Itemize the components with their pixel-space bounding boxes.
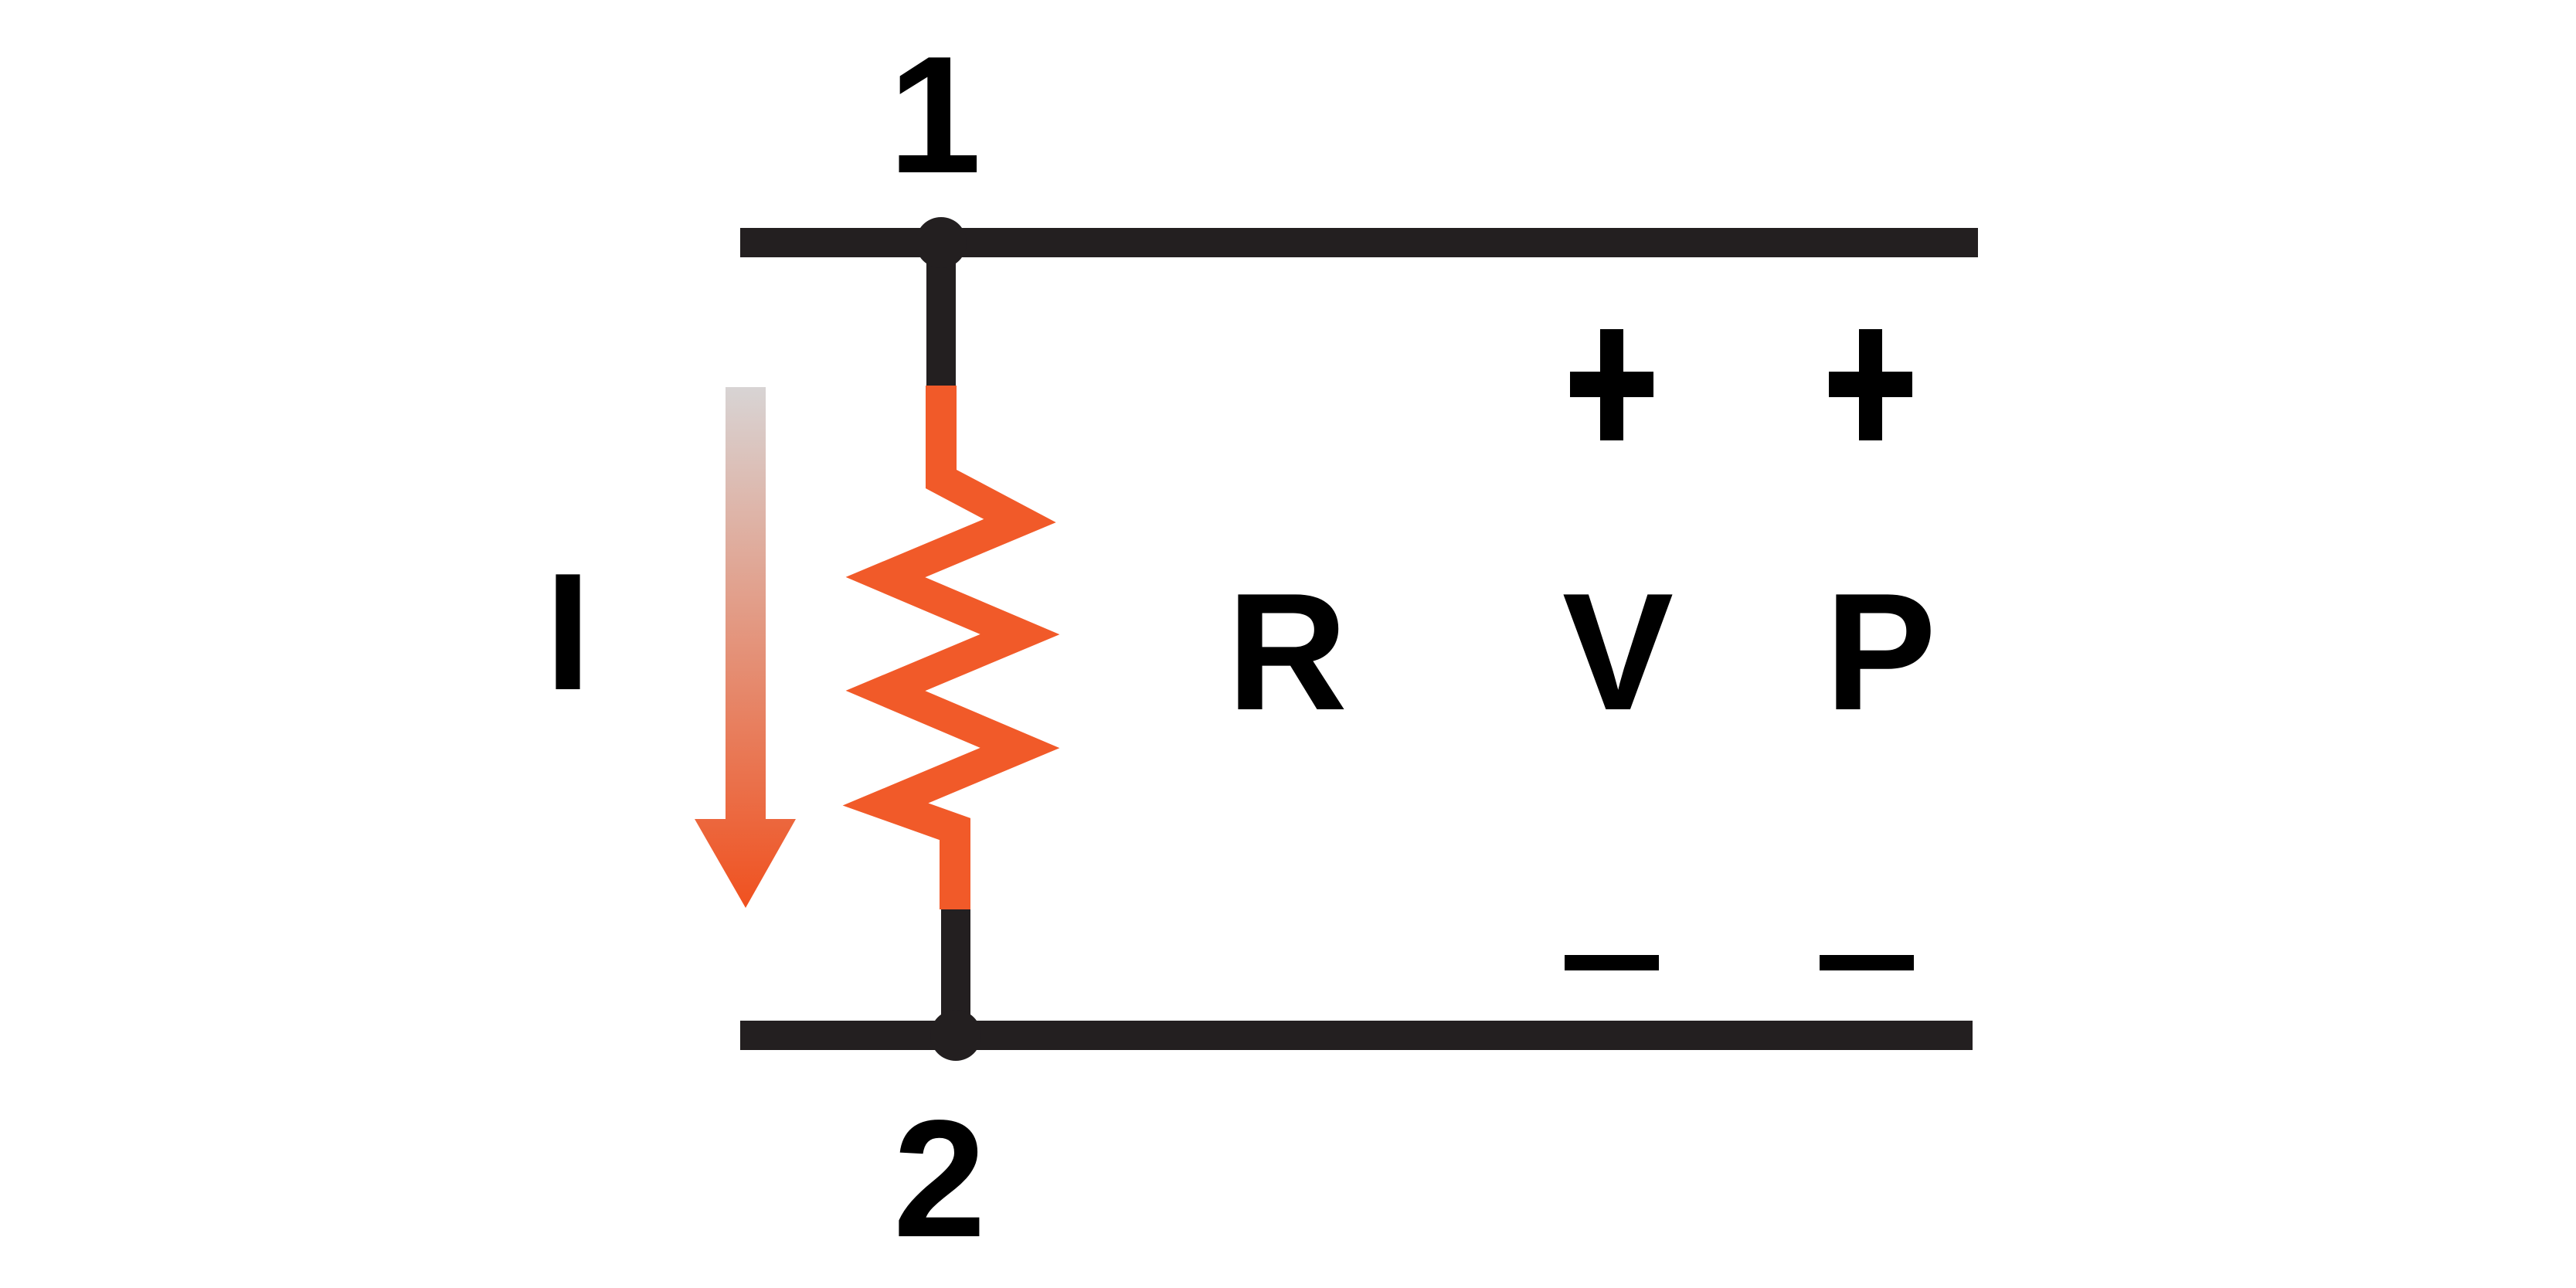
power-label: P [1825, 558, 1936, 745]
current-label: I [545, 538, 591, 725]
voltage-minus-bar [1565, 955, 1659, 970]
power-plus-vbar [1859, 329, 1882, 440]
resistor-zigzag [842, 386, 1060, 909]
node-2-junction-dot [930, 1010, 981, 1061]
current-direction-arrow [695, 387, 796, 908]
power-plus-sign [1829, 329, 1912, 440]
power-minus-sign [1820, 955, 1914, 970]
wires [740, 217, 1978, 1061]
node-1-junction-dot [916, 217, 967, 268]
voltage-label: V [1562, 558, 1674, 745]
resistance-label: R [1227, 558, 1347, 745]
node-2-label: 2 [893, 1085, 986, 1272]
node-1-label: 1 [889, 21, 981, 208]
bottom-rail-wire [740, 1021, 1973, 1050]
power-minus-bar [1820, 955, 1914, 970]
voltage-minus-sign [1565, 955, 1659, 970]
voltage-plus-sign [1570, 329, 1653, 440]
labels: 1 2 I R V P [545, 21, 1936, 1272]
voltage-plus-vbar [1600, 329, 1623, 440]
